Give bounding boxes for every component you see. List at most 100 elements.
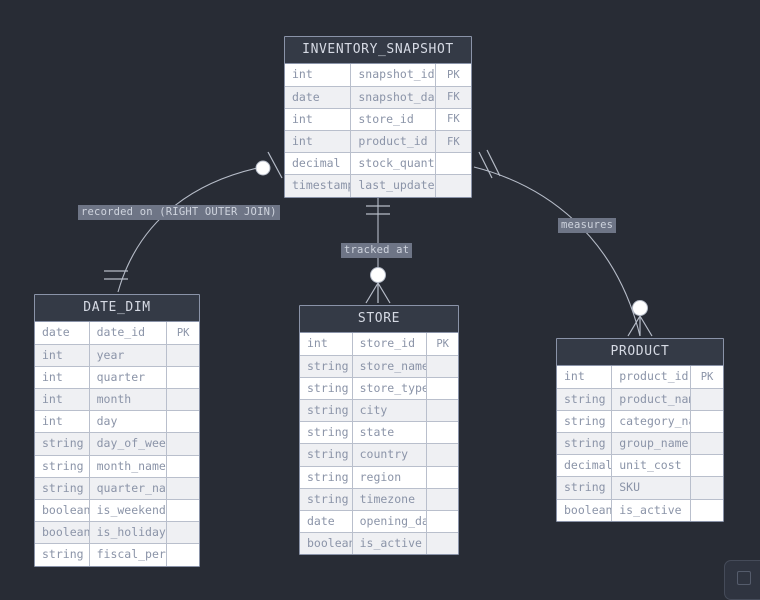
attr-type: timestamp [285, 174, 352, 197]
attr-key [435, 174, 471, 197]
table-row: string quarter_name [35, 477, 199, 501]
attr-type: string [35, 477, 90, 501]
attr-name: snapshot_id [350, 64, 436, 87]
attr-key [166, 499, 199, 523]
table-row: date snapshot_date FK [285, 86, 471, 109]
attr-name: date_id [89, 322, 168, 345]
table-row: decimal stock_quantity [285, 152, 471, 176]
table-row: string store_type [300, 377, 458, 400]
attr-name: state [352, 421, 428, 445]
attr-name: product_name [611, 388, 692, 411]
attr-key [166, 455, 199, 478]
table-row: int snapshot_id PK [285, 64, 471, 87]
attr-key [426, 377, 458, 400]
attr-key [435, 152, 471, 176]
attr-type: int [285, 108, 352, 131]
relationship-label-measures: measures [558, 218, 617, 234]
attr-key [426, 488, 458, 512]
attr-name: store_id [350, 108, 436, 131]
attribute-table: date date_id PK int year int quarter int… [35, 322, 199, 566]
attr-key [166, 543, 199, 566]
attr-type: date [35, 322, 90, 345]
attr-key [426, 355, 458, 378]
attr-type: string [557, 476, 613, 500]
attr-name: quarter_name [89, 477, 168, 501]
attr-type: int [35, 410, 90, 434]
table-row: int day [35, 410, 199, 434]
attr-key [166, 388, 199, 412]
table-row: string fiscal_period [35, 543, 199, 566]
attr-type: int [35, 366, 90, 389]
entity-store[interactable]: STORE int store_id PK string store_name … [299, 305, 459, 556]
attribute-table: int snapshot_id PK date snapshot_date FK… [285, 64, 471, 197]
attr-name: region [352, 466, 428, 489]
attr-type: int [300, 333, 353, 356]
attr-type: string [300, 399, 353, 423]
attr-type: string [300, 355, 353, 378]
attr-type: string [300, 466, 353, 489]
edge-recorded-on [117, 166, 263, 293]
attr-name: is_weekend [89, 499, 168, 523]
attr-name: unit_cost [611, 454, 692, 478]
table-row: boolean is_holiday [35, 521, 199, 545]
attr-key [166, 432, 199, 456]
attr-key: PK [166, 322, 199, 345]
attr-type: boolean [35, 499, 90, 523]
attr-type: decimal [557, 454, 613, 478]
attr-key: PK [426, 333, 458, 356]
attr-type: int [35, 388, 90, 412]
marker-circle-date-dim [255, 160, 271, 176]
attr-key [426, 443, 458, 467]
table-row: boolean is_active [300, 532, 458, 555]
attr-key: FK [435, 130, 471, 154]
zoom-icon [737, 571, 751, 585]
table-row: string state [300, 421, 458, 445]
attr-name: city [352, 399, 428, 423]
attr-key [426, 510, 458, 534]
attr-name: country [352, 443, 428, 467]
table-row: int store_id PK [300, 333, 458, 356]
entity-inventory-snapshot[interactable]: INVENTORY_SNAPSHOT int snapshot_id PK da… [284, 36, 472, 198]
attr-type: string [300, 443, 353, 467]
marker-exactly-one-tick-e [478, 151, 493, 179]
attr-key [426, 399, 458, 423]
table-row: timestamp last_updated [285, 174, 471, 197]
attr-name: store_type [352, 377, 428, 400]
attr-name: is_holiday [89, 521, 168, 545]
attr-key [166, 410, 199, 434]
attr-name: month [89, 388, 168, 412]
attr-name: opening_date [352, 510, 428, 534]
attr-key: FK [435, 86, 471, 109]
entity-title: PRODUCT [557, 339, 723, 367]
table-row: string store_name [300, 355, 458, 378]
attr-key [690, 432, 723, 456]
attr-key [426, 532, 458, 555]
marker-circle-store [370, 267, 386, 283]
attr-name: fiscal_period [89, 543, 168, 566]
table-row: string city [300, 399, 458, 423]
table-row: int quarter [35, 366, 199, 389]
marker-crowsfoot-product [627, 314, 653, 337]
table-row: string region [300, 466, 458, 489]
attr-type: string [300, 421, 353, 445]
attribute-table: int product_id PK string product_name st… [557, 366, 723, 521]
marker-crowsfoot-store [365, 281, 391, 304]
attr-name: category_name [611, 410, 692, 433]
attribute-table: int store_id PK string store_name string… [300, 333, 458, 555]
table-row: int store_id FK [285, 108, 471, 131]
entity-date-dim[interactable]: DATE_DIM date date_id PK int year int qu… [34, 294, 200, 567]
entity-title: INVENTORY_SNAPSHOT [285, 37, 471, 65]
table-row: string category_name [557, 410, 723, 433]
attr-name: day [89, 410, 168, 434]
zoom-control-widget[interactable] [724, 560, 760, 600]
attr-type: int [557, 366, 613, 389]
attr-name: snapshot_date [350, 86, 436, 109]
attr-name: store_name [352, 355, 428, 378]
attr-name: stock_quantity [350, 152, 436, 176]
table-row: int product_id PK [557, 366, 723, 389]
attr-type: string [557, 432, 613, 456]
entity-product[interactable]: PRODUCT int product_id PK string product… [556, 338, 724, 522]
table-row: boolean is_active [557, 499, 723, 521]
marker-exactly-one-tick-f [486, 149, 501, 177]
